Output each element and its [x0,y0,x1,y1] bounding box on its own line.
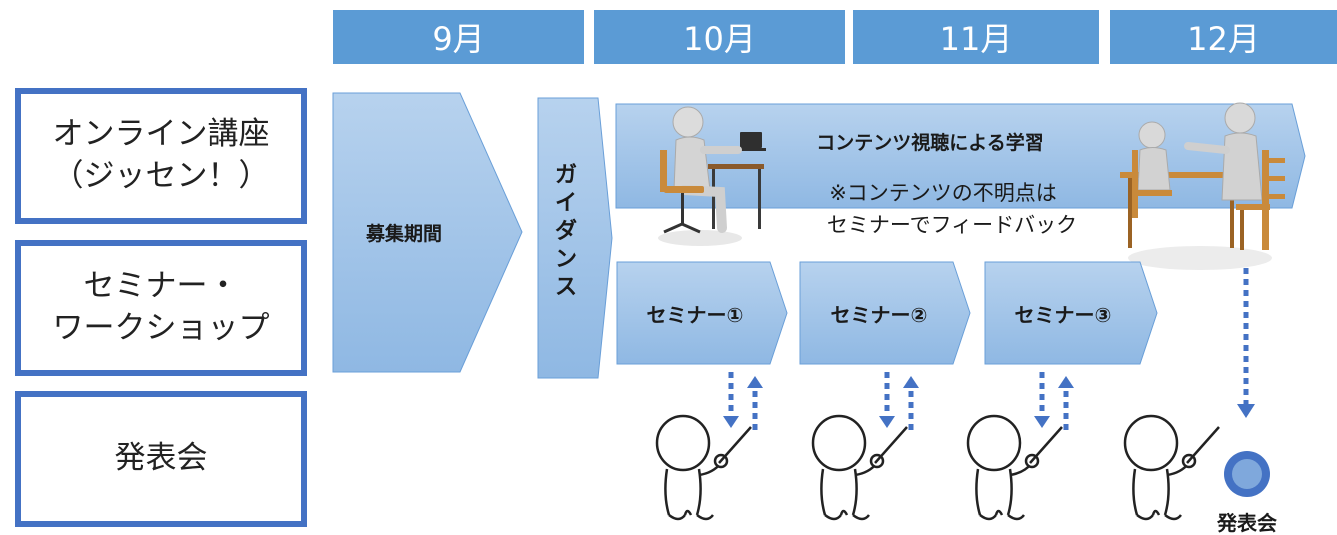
presenter-figure-4 [1123,414,1220,521]
person-at-computer-illustration [658,106,766,246]
month-header-dec: 12月 [1110,10,1337,64]
presenter-figure-1 [655,414,752,521]
to-presentation-arrow [1237,268,1255,418]
feedback-arrows-seminar-1 [723,372,763,430]
recruitment-period-arrow [332,92,523,373]
guidance-label: ガ イ ダ ン ス [555,163,577,300]
meeting-people-illustration [1120,102,1285,270]
feedback-arrows-seminar-2 [879,372,919,430]
row-label-seminar-line1: セミナー・ [83,268,239,305]
feedback-note-line2: セミナーでフィードバック [827,213,1077,237]
row-label-online-line2: （ジッセン！） [52,158,270,194]
content-learning-label: コンテンツ視聴による学習 [816,131,1043,154]
presenter-figure-3 [966,414,1063,521]
guidance-char: ン [555,247,577,272]
row-label-online-course: オンライン講座 （ジッセン！） [15,88,307,224]
row-label-presentation: 発表会 [15,391,307,527]
guidance-char: ス [555,275,577,300]
row-label-online-line1: オンライン講座 [52,116,270,153]
seminar-2-label: セミナー② [831,303,928,327]
guidance-char: イ [555,191,577,216]
seminar-1-arrow [616,261,788,365]
guidance-char: ガ [555,163,577,188]
feedback-note-line1: ※コンテンツの不明点は [829,181,1057,205]
presenter-figure-2 [811,414,908,521]
month-header-nov: 11月 [853,10,1099,64]
guidance-char: ダ [555,218,577,244]
seminar-1-label: セミナー① [647,303,744,327]
month-header-oct: 10月 [594,10,845,64]
seminar-3-arrow [984,261,1158,365]
presentation-marker-label: 発表会 [1216,511,1277,535]
recruitment-period-label: 募集期間 [365,222,442,245]
feedback-arrows-seminar-3 [1034,372,1074,430]
seminar-3-label: セミナー③ [1015,303,1112,327]
row-label-presentation-text: 発表会 [114,440,208,477]
guidance-arrow [537,97,613,379]
presentation-marker [1224,451,1270,497]
row-label-seminar-line2: ワークショップ [52,310,270,346]
seminar-2-arrow [799,261,971,365]
month-header-sep: 9月 [333,10,584,64]
row-label-seminar-workshop: セミナー・ ワークショップ [15,240,307,376]
